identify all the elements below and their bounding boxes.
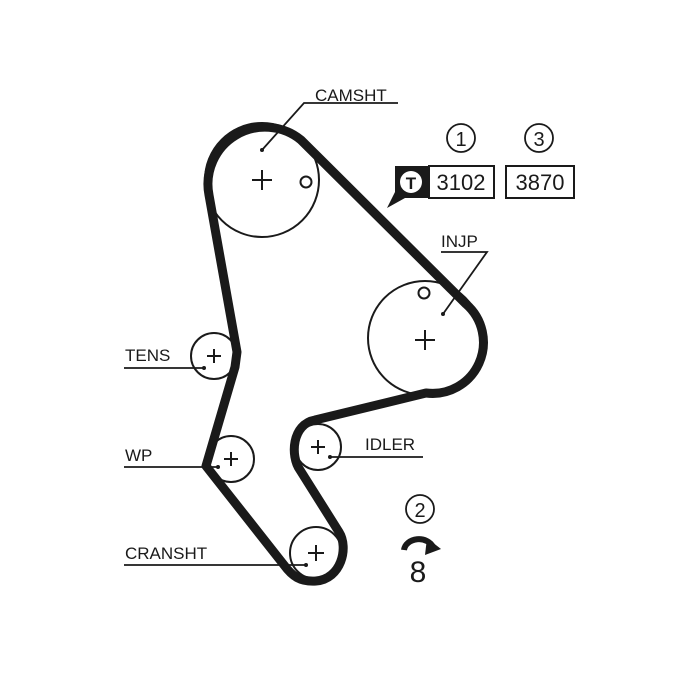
leader-lines [124,102,489,567]
camshaft-label: CAMSHT [315,86,387,105]
marker-three-text: 3 [533,129,544,151]
water-pump-label: WP [125,446,152,465]
rotation-arrow-icon [401,536,441,555]
tension-callout: T 3102 3870 [387,165,575,208]
injection-pump-label: INJP [441,232,478,251]
marker-one: 1 [446,123,476,153]
tension-badge-letter: T [406,174,417,193]
marker-two: 2 [405,494,435,524]
idler-label: IDLER [365,435,415,454]
tension-value-three: 3870 [516,170,565,195]
marker-three: 3 [524,123,554,153]
tensioner-label: TENS [125,346,170,365]
tension-value-one: 3102 [437,170,486,195]
crankshaft-label: CRANSHT [125,544,207,563]
marker-one-text: 1 [455,129,466,151]
rotation-count: 8 [410,556,427,589]
timing-belt [201,122,488,586]
marker-two-text: 2 [414,500,425,522]
